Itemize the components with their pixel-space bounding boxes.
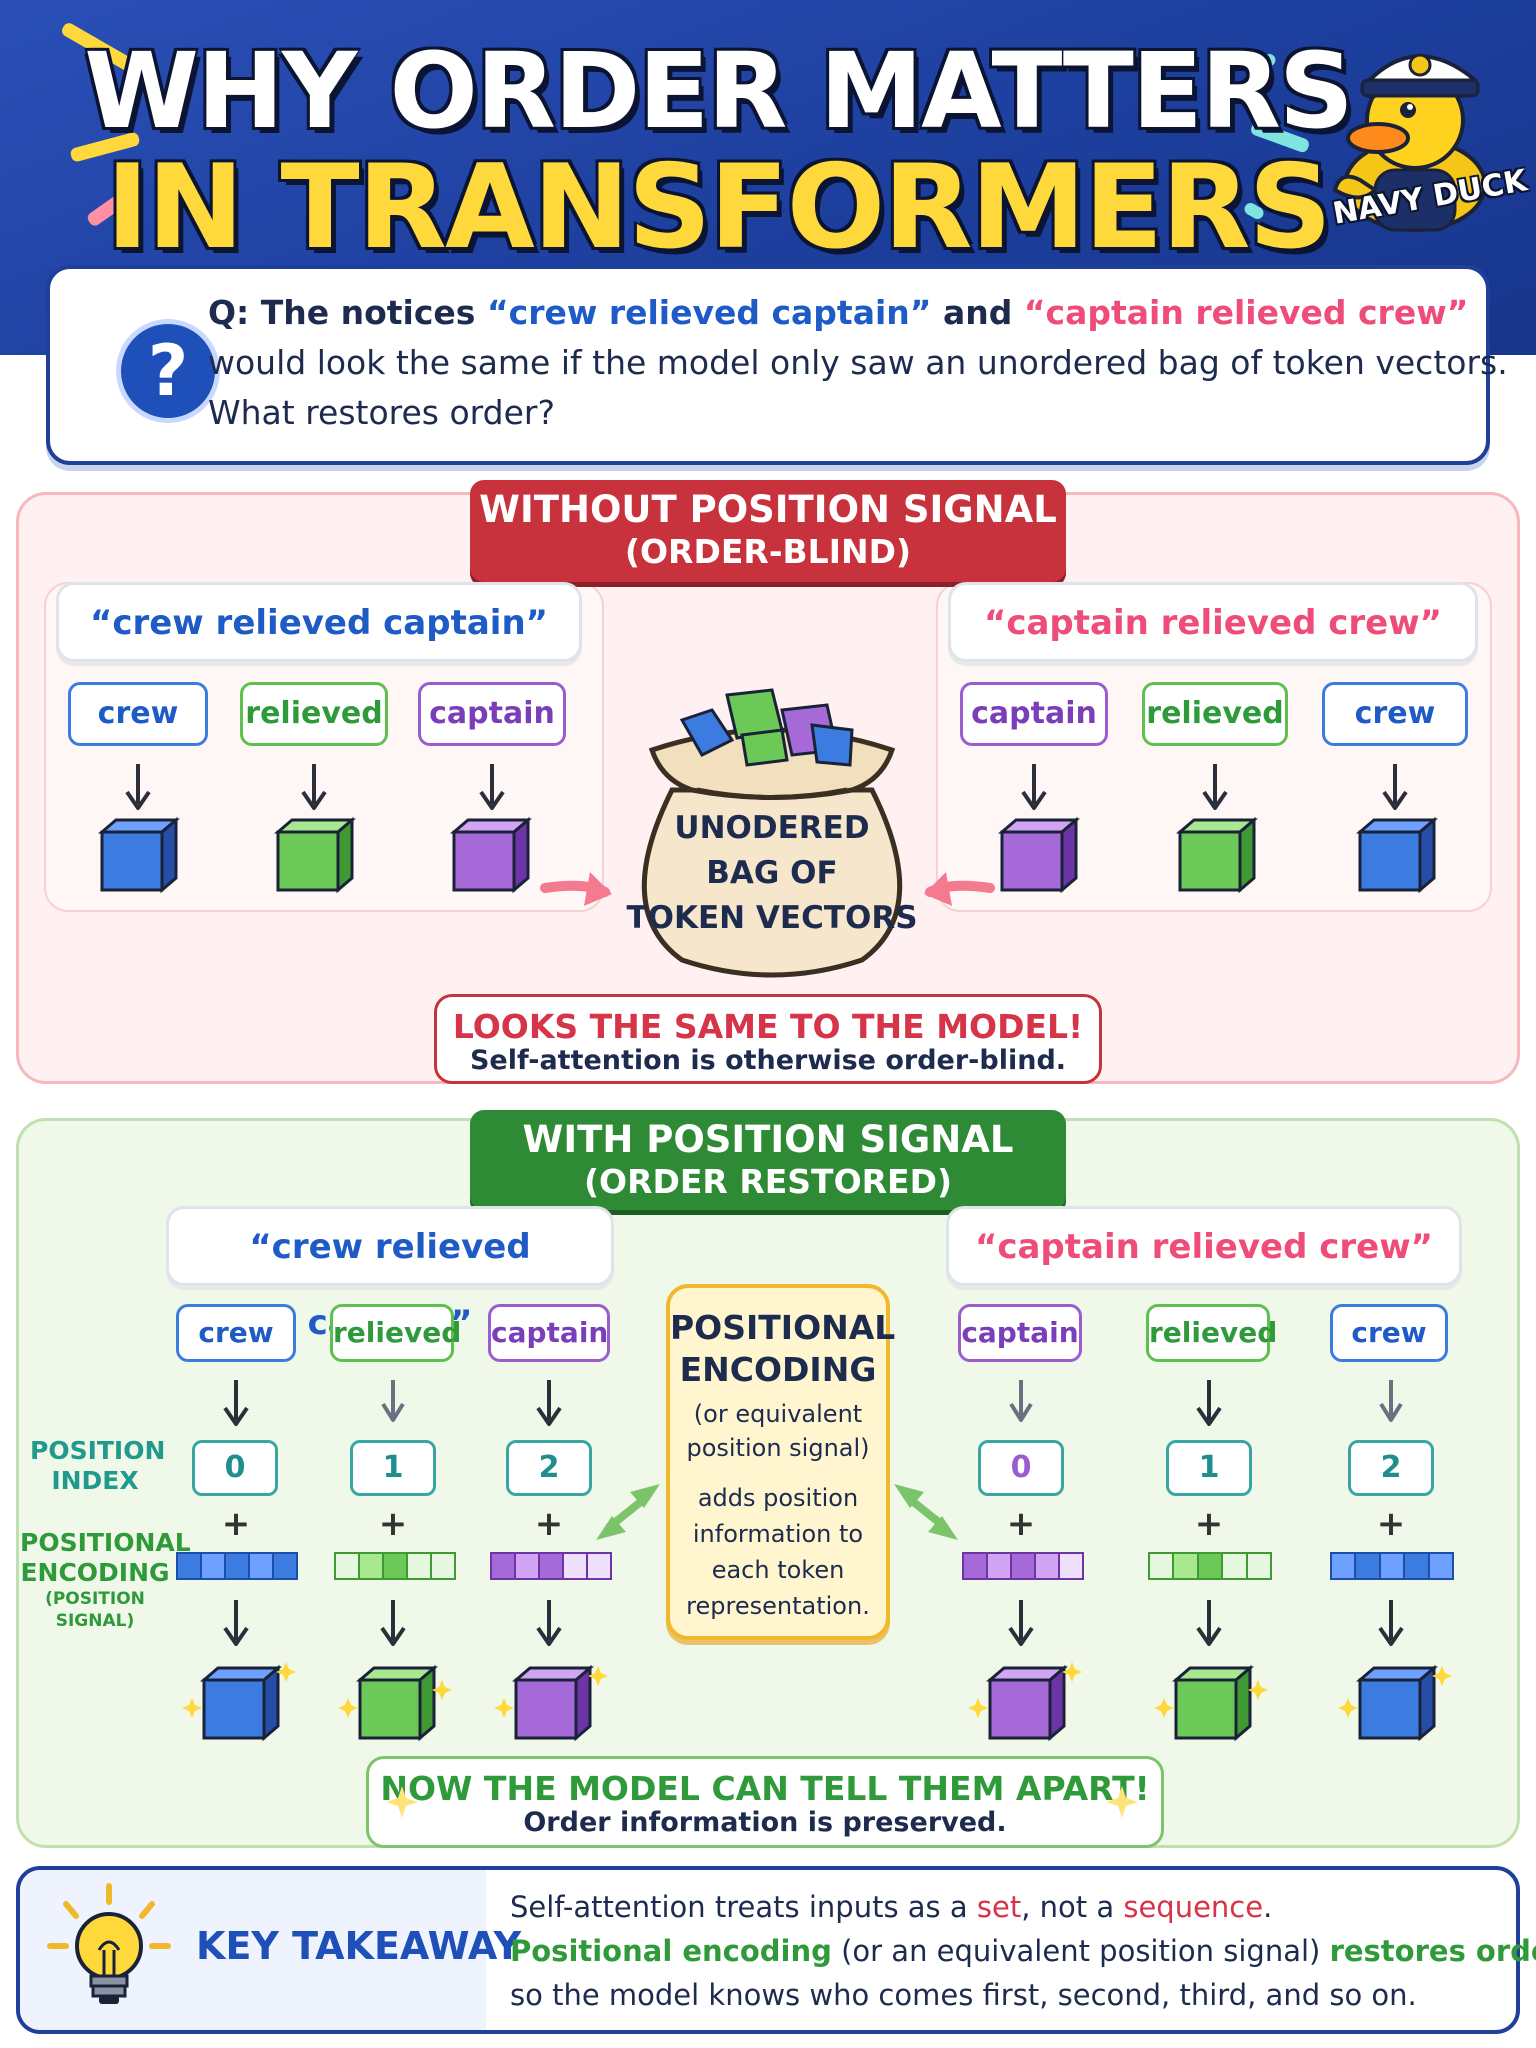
token-captain: captain xyxy=(960,682,1108,746)
positional-encoding-bar xyxy=(176,1552,298,1580)
question-line-3: What restores order? xyxy=(208,393,555,432)
position-index-box: 1 xyxy=(350,1440,436,1496)
positional-encoding-bar xyxy=(962,1552,1084,1580)
with-result-subtitle: Order information is preserved. xyxy=(523,1807,1007,1838)
tk-l1-a: Self-attention treats inputs as a xyxy=(510,1890,977,1924)
pe-card-body-1: adds position xyxy=(697,1484,859,1512)
unordered-bag-icon xyxy=(641,688,903,978)
pe-card-title-1: POSITIONAL xyxy=(670,1308,896,1347)
token-relieved: relieved xyxy=(240,682,388,746)
position-index-label-1: POSITION xyxy=(30,1436,166,1465)
question-phrase-1: “crew relieved captain” xyxy=(486,293,932,332)
lightbulb-icon xyxy=(47,1883,171,2004)
pe-label-2: ENCODING xyxy=(20,1558,170,1587)
plus-sign: + xyxy=(1194,1504,1224,1544)
with-result-title: NOW THE MODEL CAN TELL THEM APART! xyxy=(380,1769,1150,1808)
without-banner-title: WITHOUT POSITION SIGNAL xyxy=(479,488,1057,531)
bag-label-1: UNODERED xyxy=(674,810,870,846)
position-index-box: 2 xyxy=(1348,1440,1434,1496)
pe-card-title-2: ENCODING xyxy=(679,1350,877,1389)
bag-label-3: TOKEN VECTORS xyxy=(626,900,918,936)
positional-encoding-bar xyxy=(334,1552,456,1580)
tk-l2-a: Positional encoding xyxy=(510,1934,832,1968)
without-banner: WITHOUT POSITION SIGNAL (ORDER-BLIND) xyxy=(470,480,1066,582)
positional-encoding-bar xyxy=(1148,1552,1273,1580)
position-index-label-2: INDEX xyxy=(51,1466,139,1495)
token-crew: crew xyxy=(176,1304,296,1362)
pe-label-3: (POSITION SIGNAL) xyxy=(45,1589,145,1631)
takeaway-line-2: Positional encoding (or an equivalent po… xyxy=(510,1934,1536,1968)
positional-encoding-bar xyxy=(1330,1552,1455,1580)
key-takeaway-title: KEY TAKEAWAY xyxy=(196,1924,522,1968)
title-line-2: IN TRANSFORMERS xyxy=(105,140,1332,275)
token-crew: crew xyxy=(1330,1304,1448,1362)
token-relieved: relieved xyxy=(1142,682,1288,746)
pe-card-body-3: each token xyxy=(711,1556,845,1584)
pe-card-body-2: information to xyxy=(692,1520,864,1548)
tk-l2-c: restores order xyxy=(1329,1934,1536,1968)
question-mark-icon: ? xyxy=(116,319,220,423)
token-relieved: relieved xyxy=(330,1304,461,1362)
without-right-phrase: “captain relieved crew” xyxy=(948,582,1478,662)
takeaway-line-1: Self-attention treats inputs as a set, n… xyxy=(510,1890,1272,1924)
tk-l1-b: , not a xyxy=(1021,1890,1124,1924)
token-crew: crew xyxy=(1322,682,1468,746)
plus-sign: + xyxy=(534,1504,564,1544)
plus-sign: + xyxy=(221,1504,251,1544)
pe-card-sub-2: position signal) xyxy=(686,1434,870,1462)
pe-card-sub-1: (or equivalent xyxy=(693,1400,863,1428)
question-phrase-2: “captain relieved crew” xyxy=(1023,293,1469,332)
without-result-title: LOOKS THE SAME TO THE MODEL! xyxy=(452,1007,1084,1046)
pe-label-1: POSITIONAL xyxy=(20,1528,191,1557)
without-left-phrase: “crew relieved captain” xyxy=(56,582,582,662)
navy-duck-mascot-icon xyxy=(1332,53,1487,232)
takeaway-line-3: so the model knows who comes first, seco… xyxy=(510,1978,1417,2012)
position-index-box: 0 xyxy=(978,1440,1064,1496)
question-line-1: Q: The notices “crew relieved captain” a… xyxy=(208,293,1468,332)
question-prefix: Q: The notices xyxy=(208,293,487,332)
with-arrows-cubes xyxy=(182,1378,1452,1740)
without-result-card: LOOKS THE SAME TO THE MODEL! Self-attent… xyxy=(434,994,1102,1084)
token-captain: captain xyxy=(418,682,566,746)
plus-sign: + xyxy=(1006,1504,1036,1544)
token-captain: captain xyxy=(958,1304,1082,1362)
question-and: and xyxy=(931,293,1024,332)
tk-l2-b: (or an equivalent position signal) xyxy=(831,1934,1330,1968)
with-result-card: NOW THE MODEL CAN TELL THEM APART! Order… xyxy=(366,1756,1164,1848)
with-banner: WITH POSITION SIGNAL (ORDER RESTORED) xyxy=(470,1110,1066,1210)
without-result-subtitle: Self-attention is otherwise order-blind. xyxy=(469,1045,1067,1076)
without-banner-subtitle: (ORDER-BLIND) xyxy=(624,532,912,571)
plus-sign: + xyxy=(1376,1504,1406,1544)
tk-l1-seq: sequence xyxy=(1123,1890,1264,1924)
bag-label-2: BAG OF xyxy=(706,855,838,891)
position-index-box: 0 xyxy=(192,1440,278,1496)
position-index-box: 2 xyxy=(506,1440,592,1496)
token-relieved: relieved xyxy=(1146,1304,1277,1362)
pe-card-body-4: representation. xyxy=(686,1592,870,1620)
title-line-1: WHY ORDER MATTERS xyxy=(84,30,1354,152)
with-right-phrase: “captain relieved crew” xyxy=(946,1206,1462,1286)
without-arrows-cubes xyxy=(100,762,1436,906)
positional-encoding-card: POSITIONAL ENCODING (or equivalent posit… xyxy=(666,1284,896,1640)
with-banner-title: WITH POSITION SIGNAL xyxy=(522,1118,1014,1161)
question-line-2: would look the same if the model only sa… xyxy=(208,343,1508,382)
position-index-box: 1 xyxy=(1166,1440,1252,1496)
with-banner-subtitle: (ORDER RESTORED) xyxy=(583,1162,953,1201)
tk-l1-c: . xyxy=(1263,1890,1273,1924)
with-left-phrase: “crew relieved captain” xyxy=(166,1206,614,1343)
token-crew: crew xyxy=(68,682,208,746)
positional-encoding-label: POSITIONAL ENCODING (POSITION SIGNAL) xyxy=(20,1528,191,1632)
positional-encoding-bar xyxy=(490,1552,612,1580)
tk-l1-set: set xyxy=(976,1890,1022,1924)
token-captain: captain xyxy=(488,1304,610,1362)
position-index-label: POSITION INDEX xyxy=(30,1436,165,1496)
sparkle-icon xyxy=(1106,1786,1138,1818)
plus-sign: + xyxy=(378,1504,408,1544)
question-card: ? Q: The notices “crew relieved captain”… xyxy=(46,265,1508,465)
sparkle-icon xyxy=(386,1786,418,1818)
